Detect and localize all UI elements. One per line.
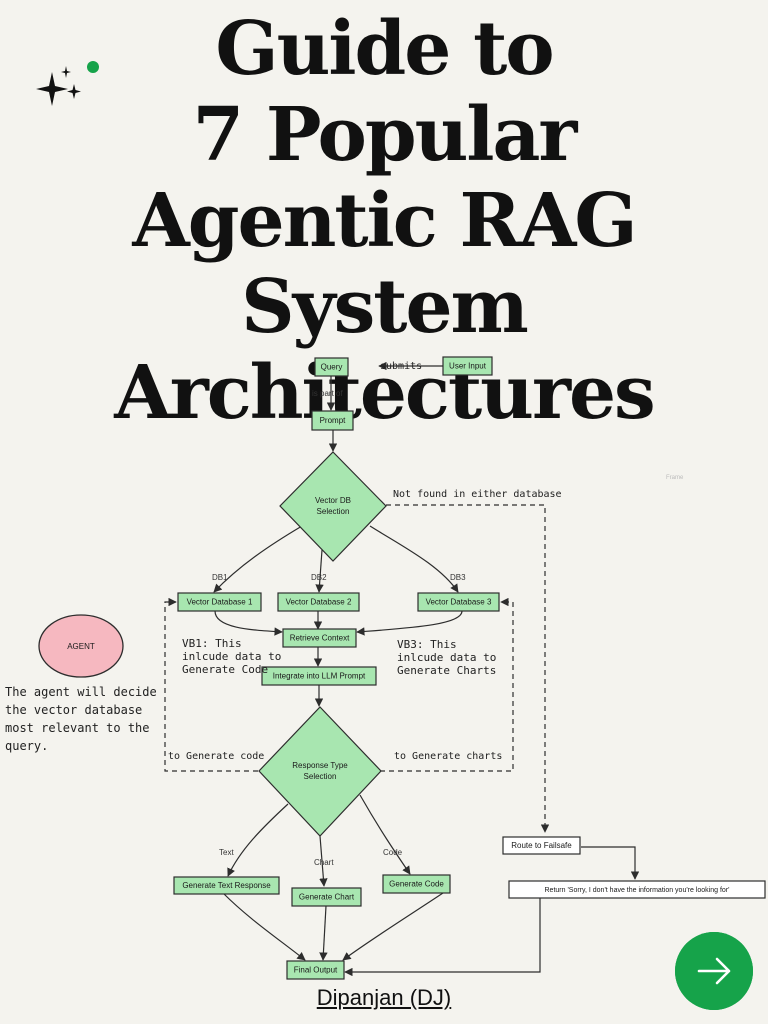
svg-text:VB1: This: VB1: This (182, 637, 242, 650)
agent-node: AGENT (38, 614, 124, 678)
svg-text:User Input: User Input (449, 362, 487, 371)
svg-text:Integrate into LLM Prompt: Integrate into LLM Prompt (273, 672, 366, 681)
svg-text:Prompt: Prompt (320, 416, 347, 425)
node-vector-database-2: Vector Database 2 (277, 592, 360, 612)
svg-text:Vector DB: Vector DB (315, 496, 351, 505)
edge-selection-vdb1 (213, 525, 303, 593)
edge-label-is-part-of: is part of (312, 389, 343, 398)
note-agent: The agent will decide the vector databas… (5, 685, 157, 753)
green-dot-icon (87, 61, 99, 73)
edge-code-final (342, 892, 444, 961)
node-prompt: Prompt (311, 410, 354, 431)
svg-text:Query: Query (321, 363, 343, 372)
node-retrieve-context: Retrieve Context (282, 628, 357, 648)
node-route-to-failsafe: Route to Failsafe (502, 836, 581, 855)
edge-vdb1-retrieve (214, 610, 283, 636)
svg-text:Generate Code: Generate Code (389, 880, 444, 889)
node-response-type-selection: Response Type Selection (258, 706, 382, 837)
edge-vdb3-retrieve (356, 610, 463, 636)
svg-text:inlcude data to: inlcude data to (182, 650, 281, 663)
edge-to-generate-code (164, 597, 258, 772)
edge-label-db2: DB2 (311, 573, 327, 582)
edge-label-db1: DB1 (212, 573, 228, 582)
svg-text:the vector database: the vector database (5, 703, 142, 717)
svg-text:Generate Charts: Generate Charts (397, 664, 496, 677)
edge-label-chart: Chart (314, 858, 334, 867)
edge-selection-vdb3 (369, 525, 459, 593)
svg-text:Vector Database 3: Vector Database 3 (426, 598, 492, 607)
next-button[interactable] (675, 932, 753, 1010)
page-title: Guide to 7 Popular Agentic RAG System Ar… (0, 6, 768, 436)
title-line-3: Agentic RAG System (132, 178, 637, 350)
author-name[interactable]: Dipanjan (DJ) (316, 985, 452, 1010)
edge-chart-final (319, 905, 328, 961)
node-vector-database-1: Vector Database 1 (177, 592, 262, 612)
svg-text:Route to Failsafe: Route to Failsafe (511, 841, 572, 850)
edge-label-code: Code (383, 848, 403, 857)
node-generate-chart: Generate Chart (291, 887, 362, 907)
edge-label-text: Text (219, 848, 234, 857)
node-generate-text-response: Generate Text Response (173, 876, 280, 895)
edge-label-db3: DB3 (450, 573, 466, 582)
svg-text:Retrieve Context: Retrieve Context (290, 634, 350, 643)
edge-label-not-found: Not found in either database (393, 489, 562, 500)
svg-text:inlcude data to: inlcude data to (397, 651, 496, 664)
node-user-input: User Input (442, 356, 493, 376)
svg-text:Generate Chart: Generate Chart (299, 893, 355, 902)
svg-text:Return 'Sorry, I don't have th: Return 'Sorry, I don't have the informat… (545, 887, 730, 894)
edge-selection-vdb2 (315, 549, 324, 593)
svg-text:Selection: Selection (304, 772, 337, 781)
node-return-sorry: Return 'Sorry, I don't have the informat… (508, 880, 766, 899)
note-vb1: VB1: This inlcude data to Generate Code (182, 637, 281, 676)
node-vector-db-selection: Vector DB Selection (279, 451, 387, 562)
edge-response-code (359, 794, 411, 875)
svg-text:The agent will decide: The agent will decide (5, 685, 157, 699)
node-vector-database-3: Vector Database 3 (417, 592, 500, 612)
edge-failsafe-return (581, 846, 640, 880)
svg-text:query.: query. (5, 739, 48, 753)
edge-response-text (227, 803, 289, 877)
frame-label: Frame (666, 475, 684, 481)
edge-label-submits: submits (380, 361, 422, 372)
svg-text:Vector Database 1: Vector Database 1 (187, 598, 253, 607)
node-final-output: Final Output (286, 960, 345, 980)
node-query: Query (314, 357, 349, 377)
svg-text:Vector Database 2: Vector Database 2 (286, 598, 352, 607)
svg-text:most relevant to the: most relevant to the (5, 721, 150, 735)
node-integrate-llm-prompt: Integrate into LLM Prompt (261, 666, 377, 686)
svg-text:Selection: Selection (317, 507, 350, 516)
svg-text:Final Output: Final Output (294, 966, 338, 975)
note-vb3: VB3: This inlcude data to Generate Chart… (397, 638, 496, 677)
edge-return-final (344, 898, 541, 977)
node-generate-code: Generate Code (382, 874, 451, 894)
edge-response-chart (319, 835, 328, 887)
edge-text-final (222, 892, 306, 961)
edge-label-to-gen-code: to Generate code (168, 751, 264, 762)
svg-text:AGENT: AGENT (67, 642, 95, 651)
edge-to-generate-charts (380, 597, 514, 772)
svg-text:VB3: This: VB3: This (397, 638, 457, 651)
svg-text:Generate Code: Generate Code (182, 663, 268, 676)
edge-label-to-gen-charts: to Generate charts (394, 751, 502, 762)
title-line-2: 7 Popular (192, 92, 578, 178)
sparkle-icon (36, 61, 99, 106)
svg-text:Response Type: Response Type (292, 761, 348, 770)
arrow-right-icon (675, 932, 753, 1010)
title-line-1: Guide to (215, 6, 554, 92)
svg-text:Generate Text Response: Generate Text Response (182, 881, 271, 890)
